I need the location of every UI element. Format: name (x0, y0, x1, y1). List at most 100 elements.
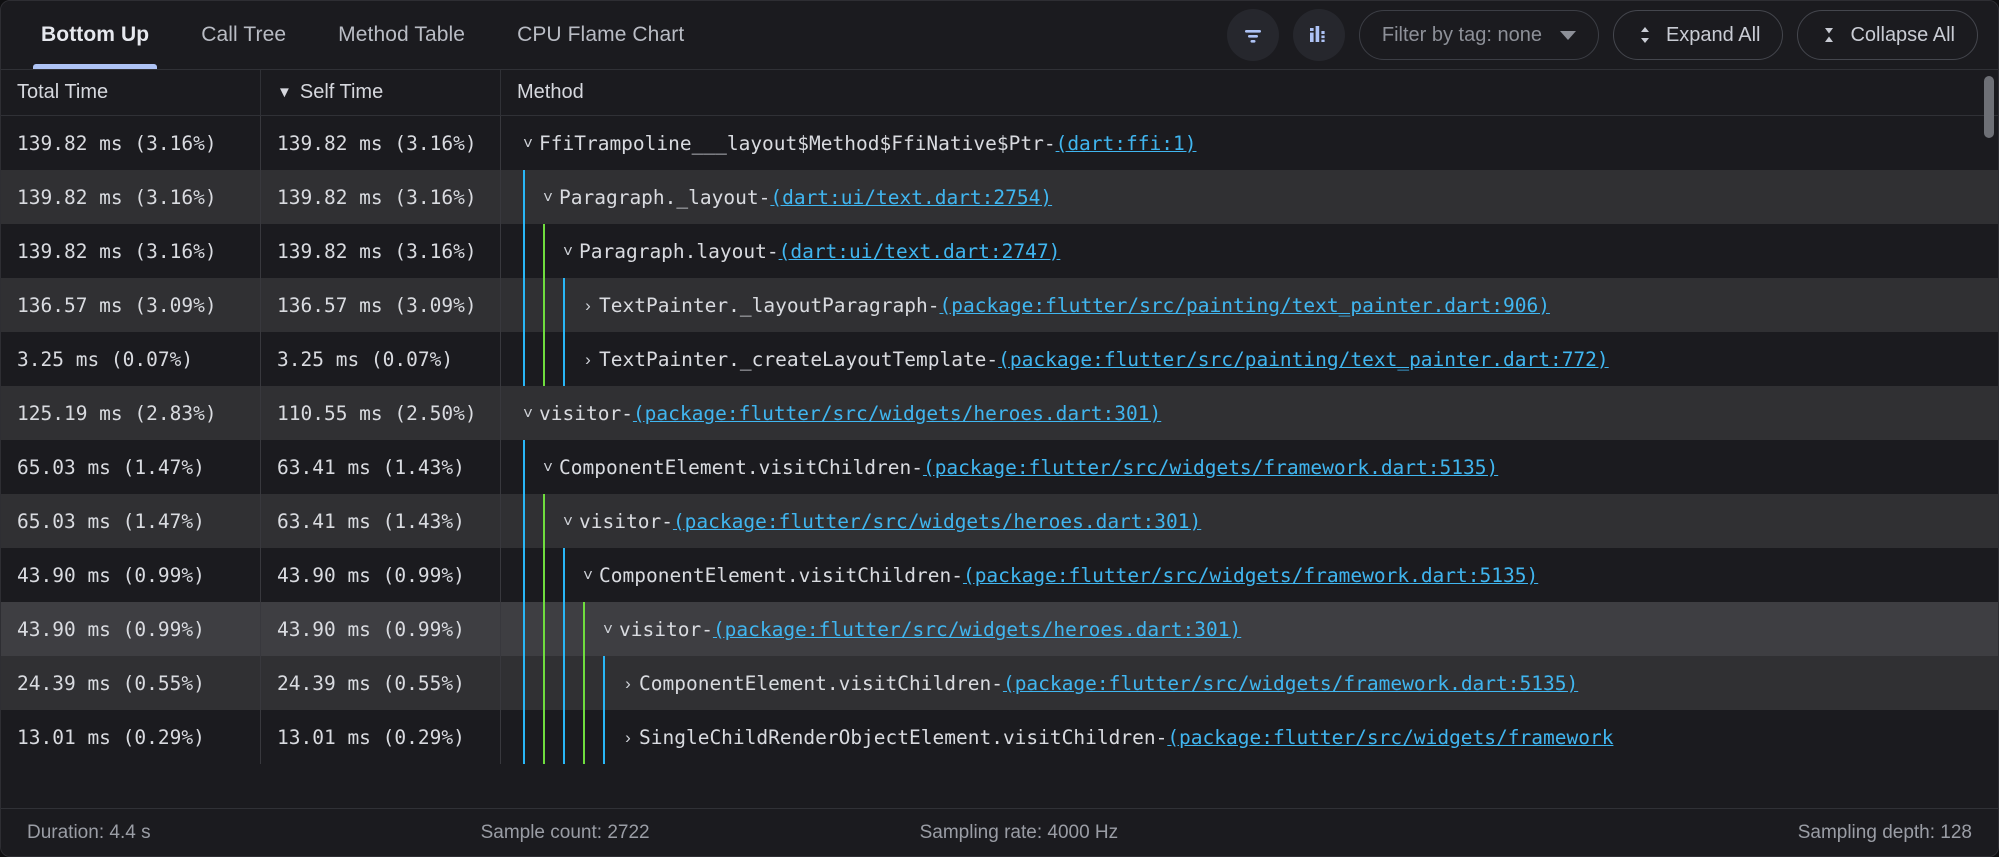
chevron-right-icon[interactable]: › (625, 673, 631, 693)
chevron-right-icon[interactable]: › (625, 727, 631, 747)
column-header-method[interactable]: Method (501, 70, 1998, 115)
source-location-link[interactable]: (package:flutter/src/widgets/heroes.dart… (632, 401, 1162, 425)
column-header-label: Total Time (17, 81, 109, 103)
source-location-link[interactable]: (dart:ffi:1) (1055, 131, 1197, 155)
source-location-link[interactable]: (dart:ui/text.dart:2754) (770, 185, 1053, 209)
table-row[interactable]: 139.82 ms (3.16%)139.82 ms (3.16%)˅Parag… (1, 224, 1998, 278)
method-separator: - (951, 563, 963, 587)
table-row[interactable]: 3.25 ms (0.07%)3.25 ms (0.07%)›TextPaint… (1, 332, 1998, 386)
indent-guide-line (543, 656, 545, 710)
cell-total-time: 24.39 ms (0.55%) (1, 656, 261, 710)
toolbar: Bottom Up Call Tree Method Table CPU Fla… (1, 1, 1998, 69)
expand-all-button[interactable]: Expand All (1612, 10, 1784, 60)
method-separator: - (1043, 131, 1056, 155)
tab-label: CPU Flame Chart (517, 23, 685, 46)
table-header-row: Total Time ▼ Self Time Method (1, 70, 1998, 116)
table-row[interactable]: 136.57 ms (3.09%)136.57 ms (3.09%)›TextP… (1, 278, 1998, 332)
tab-label: Call Tree (201, 23, 287, 46)
chevron-down-icon[interactable]: ˅ (563, 241, 573, 261)
chevron-down-icon[interactable]: ˅ (563, 511, 573, 531)
column-header-label: Method (517, 81, 584, 103)
source-location-link[interactable]: (package:flutter/src/widgets/heroes.dart… (672, 509, 1202, 533)
method-separator: - (758, 185, 771, 209)
chevron-down-icon[interactable]: ˅ (543, 187, 553, 207)
cell-method: ˅ComponentElement.visitChildren - (packa… (501, 548, 1998, 602)
method-separator: - (991, 671, 1003, 695)
filter-icon (1241, 23, 1265, 47)
column-header-total-time[interactable]: Total Time (1, 70, 261, 115)
cell-self-time: 24.39 ms (0.55%) (261, 656, 501, 710)
method-name: FfiTrampoline___layout$Method$FfiNative$… (539, 131, 1044, 155)
method-separator: - (661, 509, 673, 533)
indent-guide-line (523, 494, 525, 548)
collapse-all-button[interactable]: Collapse All (1797, 10, 1978, 60)
collapse-chevrons-icon (1820, 24, 1838, 46)
tab-label: Method Table (338, 23, 466, 46)
indent-guide-line (543, 602, 545, 656)
method-name: TextPainter._layoutParagraph (599, 293, 928, 317)
chevron-down-icon[interactable]: ˅ (523, 133, 533, 153)
table-row[interactable]: 65.03 ms (1.47%)63.41 ms (1.43%)˅Compone… (1, 440, 1998, 494)
chevron-down-icon[interactable]: ˅ (583, 565, 593, 585)
table-row[interactable]: 139.82 ms (3.16%)139.82 ms (3.16%)˅FfiTr… (1, 116, 1998, 170)
column-header-label: Self Time (299, 81, 384, 103)
source-location-link[interactable]: (package:flutter/src/painting/text_paint… (939, 293, 1550, 317)
filter-by-tag-dropdown[interactable]: Filter by tag: none (1358, 10, 1599, 60)
chevron-right-icon[interactable]: › (585, 349, 591, 369)
cell-method: ˅visitor - (package:flutter/src/widgets/… (501, 386, 1998, 440)
scrollbar-thumb[interactable] (1984, 76, 1994, 138)
indent-guide-line (543, 332, 545, 386)
source-location-link[interactable]: (package:flutter/src/widgets/framework.d… (922, 455, 1499, 479)
chevron-down-icon[interactable]: ˅ (523, 403, 533, 423)
chevron-down-icon[interactable]: ˅ (603, 619, 613, 639)
cell-self-time: 13.01 ms (0.29%) (261, 710, 501, 764)
status-sampling-depth: Sampling depth: 128 (1797, 821, 1972, 843)
tab-call-tree[interactable]: Call Tree (175, 1, 312, 69)
profile-table: Total Time ▼ Self Time Method 139.82 ms … (1, 69, 1998, 808)
source-location-link[interactable]: (package:flutter/src/widgets/framework.d… (1002, 671, 1579, 695)
method-name: Paragraph._layout (559, 185, 759, 209)
cell-self-time: 43.90 ms (0.99%) (261, 602, 501, 656)
tab-bottom-up[interactable]: Bottom Up (15, 1, 175, 69)
table-row[interactable]: 24.39 ms (0.55%)24.39 ms (0.55%)›Compone… (1, 656, 1998, 710)
cell-method: ›TextPainter._layoutParagraph - (package… (501, 278, 1998, 332)
method-name: ComponentElement.visitChildren (559, 455, 912, 479)
chevron-down-icon[interactable]: ˅ (543, 457, 553, 477)
indent-guide-line (523, 440, 525, 494)
chevron-right-icon[interactable]: › (585, 295, 591, 315)
source-location-link[interactable]: (package:flutter/src/widgets/heroes.dart… (712, 617, 1242, 641)
indent-guide-line (523, 170, 525, 224)
table-row[interactable]: 43.90 ms (0.99%)43.90 ms (0.99%)˅visitor… (1, 602, 1998, 656)
expand-all-label: Expand All (1665, 23, 1761, 46)
tab-method-table[interactable]: Method Table (312, 1, 491, 69)
status-bar: Duration: 4.4 s Sample count: 2722 Sampl… (1, 808, 1998, 856)
indent-guide-line (543, 278, 545, 332)
table-row[interactable]: 139.82 ms (3.16%)139.82 ms (3.16%)˅Parag… (1, 170, 1998, 224)
source-location-link[interactable]: (package:flutter/src/painting/text_paint… (998, 347, 1609, 371)
filter-button[interactable] (1226, 9, 1279, 61)
table-row[interactable]: 13.01 ms (0.29%)13.01 ms (0.29%)›SingleC… (1, 710, 1998, 764)
cell-method: ›SingleChildRenderObjectElement.visitChi… (501, 710, 1998, 764)
source-location-link[interactable]: (package:flutter/src/widgets/framework (1167, 725, 1614, 749)
chevron-down-icon (1559, 30, 1576, 40)
table-row[interactable]: 65.03 ms (1.47%)63.41 ms (1.43%)˅visitor… (1, 494, 1998, 548)
method-name: Paragraph.layout (579, 239, 767, 263)
chart-toggle-button[interactable] (1292, 9, 1345, 61)
cell-total-time: 65.03 ms (1.47%) (1, 440, 261, 494)
cell-method: ˅visitor - (package:flutter/src/widgets/… (501, 602, 1998, 656)
indent-guide-line (523, 332, 525, 386)
cell-self-time: 139.82 ms (3.16%) (261, 170, 501, 224)
indent-guide-line (543, 710, 545, 764)
table-row[interactable]: 43.90 ms (0.99%)43.90 ms (0.99%)˅Compone… (1, 548, 1998, 602)
source-location-link[interactable]: (dart:ui/text.dart:2747) (778, 239, 1061, 263)
method-separator: - (766, 239, 779, 263)
expand-chevrons-icon (1636, 24, 1654, 46)
source-location-link[interactable]: (package:flutter/src/widgets/framework.d… (962, 563, 1539, 587)
table-row[interactable]: 125.19 ms (2.83%)110.55 ms (2.50%)˅visit… (1, 386, 1998, 440)
column-header-self-time[interactable]: ▼ Self Time (261, 70, 501, 115)
method-separator: - (986, 347, 999, 371)
vertical-scrollbar[interactable] (1984, 70, 1994, 808)
indent-guide-line (603, 656, 605, 710)
tab-cpu-flame-chart[interactable]: CPU Flame Chart (491, 1, 710, 69)
method-separator: - (1155, 725, 1168, 749)
